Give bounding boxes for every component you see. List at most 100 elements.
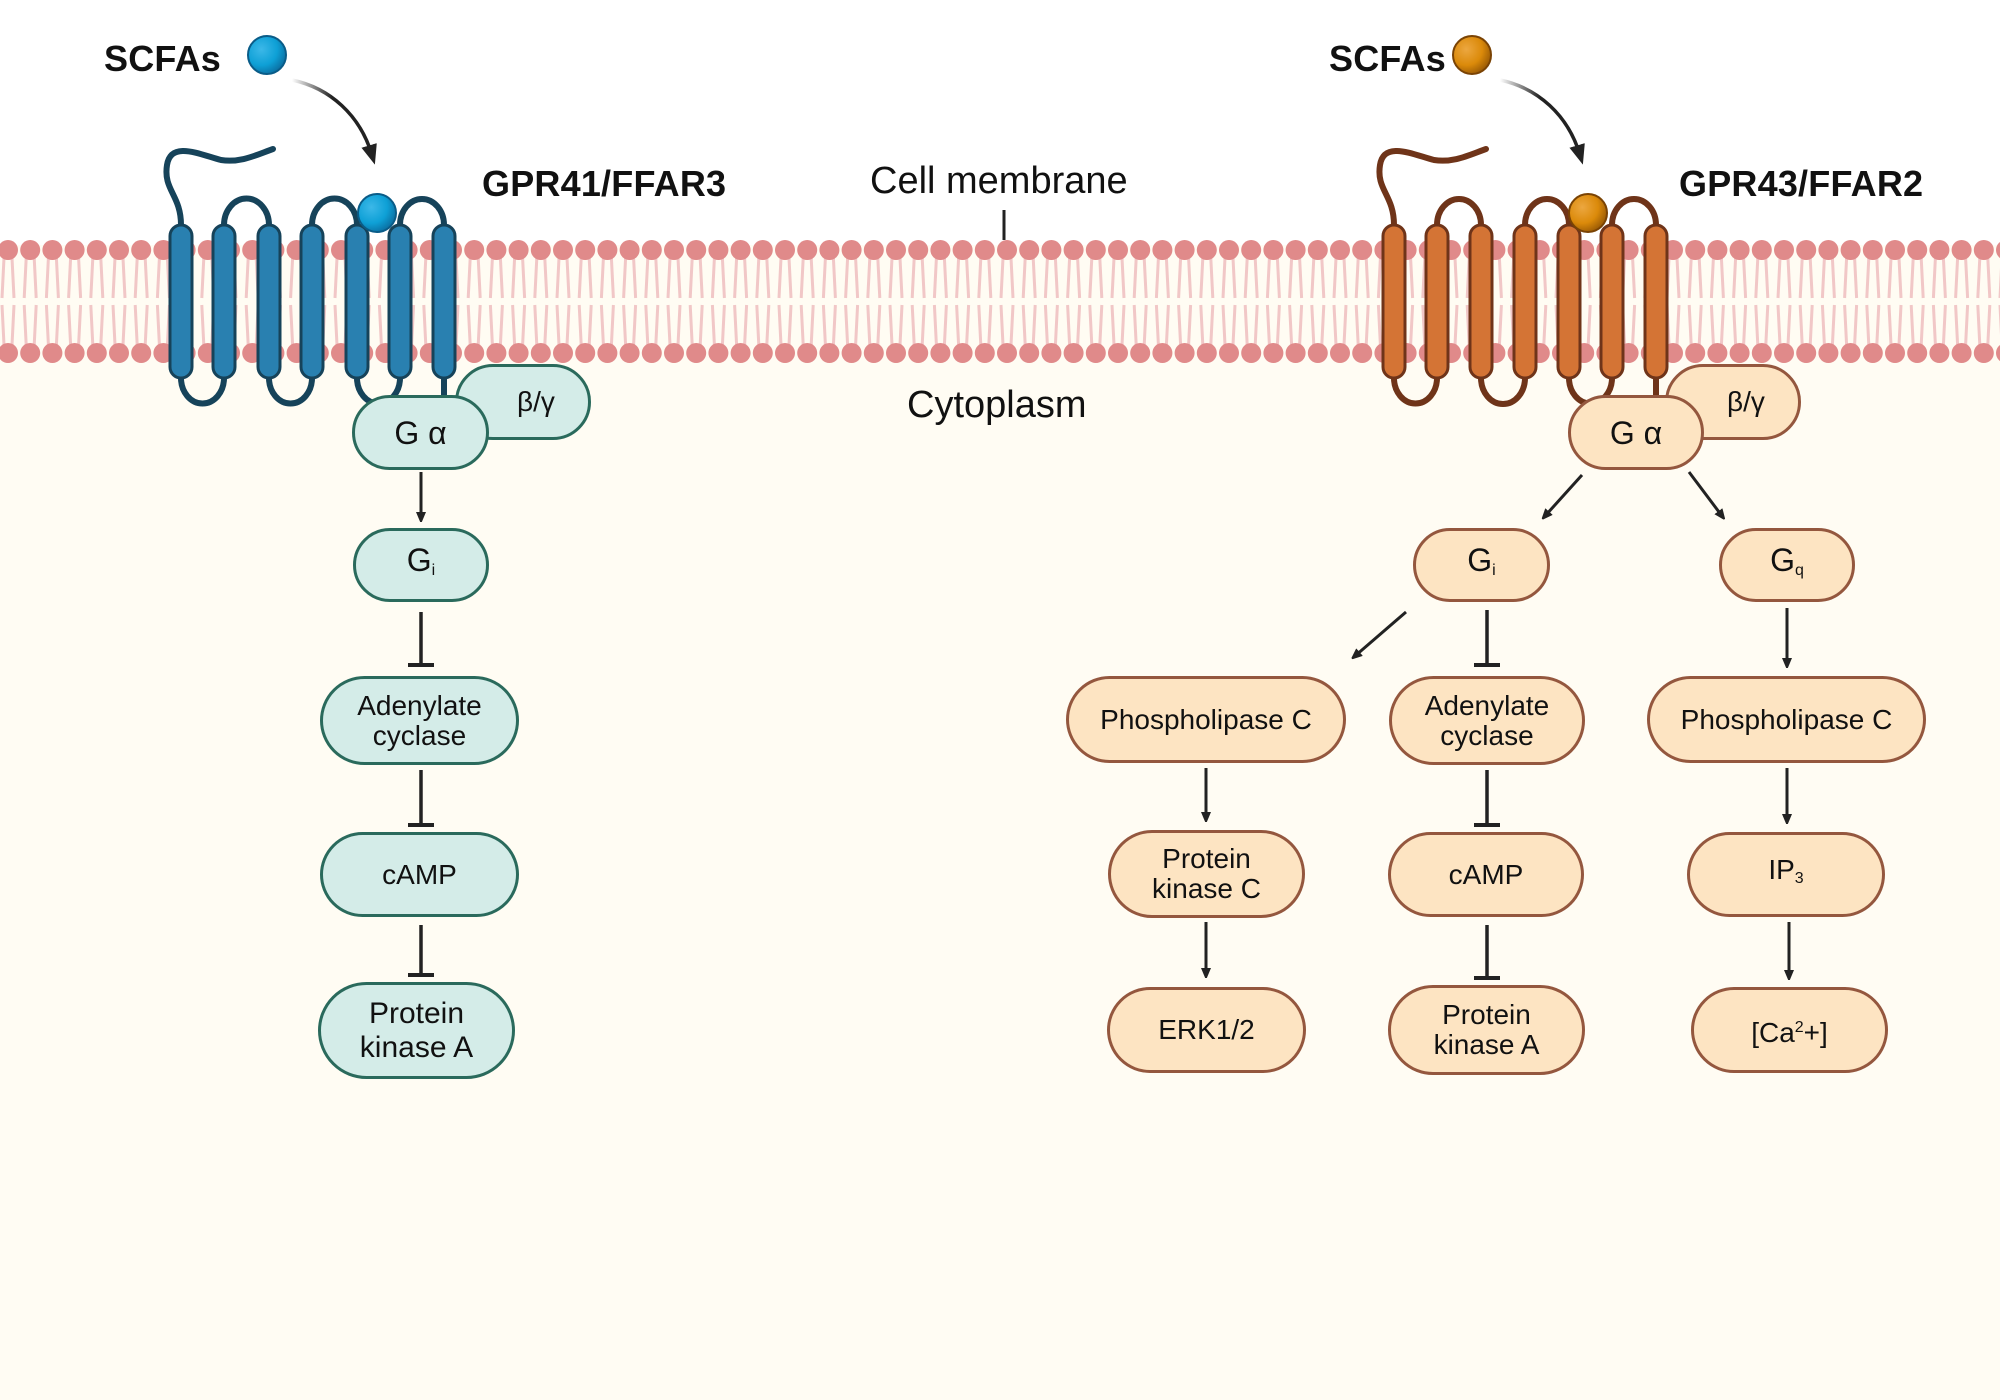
lipid-head [1263, 343, 1284, 363]
transmembrane-helix [168, 223, 194, 380]
node-label: β/γ [517, 386, 555, 417]
node-label: G α [394, 414, 447, 451]
lipid-head [708, 240, 729, 260]
lipid-head [1307, 240, 1328, 260]
lipid-head [1152, 240, 1173, 260]
lipid-head [1907, 240, 1928, 260]
lipid-tail [821, 257, 837, 346]
lipid-tail [511, 257, 527, 346]
lipid-head [1885, 343, 1905, 363]
extracellular-space [0, 0, 2000, 245]
lipid-head [1707, 240, 1728, 260]
lipid-head [1063, 240, 1084, 260]
lipid-tail [1154, 257, 1170, 346]
lipid-head [1951, 343, 1972, 363]
lipid-tail [1687, 257, 1703, 346]
right-gq-node: Gq [1719, 528, 1855, 602]
lipid-tail [1865, 257, 1881, 346]
lipid-tail [577, 257, 593, 346]
lipid-head [841, 343, 862, 363]
inhibition-bar [408, 925, 434, 977]
lipid-head [1219, 343, 1239, 363]
lipid-head [974, 240, 995, 260]
lipid-head [1196, 240, 1217, 260]
lipid-head [1996, 345, 2000, 361]
lipid-head [619, 343, 640, 363]
lipid-head [1929, 240, 1950, 260]
lipid-head [1285, 343, 1306, 363]
node-label: [Ca2+] [1751, 1016, 1828, 1048]
lipid-head [952, 240, 973, 260]
lipid-head [1685, 343, 1706, 363]
lipid-head [1751, 240, 1772, 260]
transmembrane-helix [387, 223, 413, 380]
lipid-head [109, 240, 129, 260]
bound-scfa-right-icon [1568, 193, 1608, 233]
activation-arrow [1355, 610, 1407, 656]
lipid-head [1796, 240, 1817, 260]
lipid-tail [755, 257, 771, 346]
n-terminus [163, 146, 276, 228]
lipid-tail [1954, 257, 1970, 346]
lipid-tail [688, 257, 704, 346]
lipid-head [553, 240, 573, 260]
lipid-tail [22, 257, 38, 346]
lipid-tail [1754, 257, 1770, 346]
left-camp-node: cAMP [320, 832, 519, 917]
lipid-tail [932, 257, 948, 346]
lipid-tail [111, 257, 127, 346]
membrane-label: Cell membrane [870, 160, 1128, 202]
lipid-head [0, 240, 18, 260]
left-gi-node: Gi [353, 528, 489, 602]
lipid-head [1973, 343, 1994, 363]
lipid-head [530, 240, 551, 260]
lipid-head [752, 343, 773, 363]
lipid-head [1241, 343, 1262, 363]
lipid-tail [0, 257, 16, 346]
lipid-head [464, 240, 485, 260]
node-label: β/γ [1727, 386, 1765, 417]
lipid-head [730, 343, 751, 363]
lipid-tail [1354, 257, 1370, 346]
ligand-arrows [291, 78, 1585, 240]
left-receptor-label: GPR41/FFAR3 [482, 163, 727, 204]
transmembrane-helix [1468, 223, 1494, 380]
transmembrane-helix [1556, 223, 1582, 380]
lipid-head [1285, 240, 1306, 260]
lipid-tail [955, 257, 971, 346]
lipid-head [863, 240, 884, 260]
node-label: IP3 [1768, 854, 1804, 888]
lipid-head [530, 343, 551, 363]
lipid-head [131, 240, 152, 260]
lipid-head [575, 240, 596, 260]
lipid-tail [1199, 257, 1215, 346]
extracellular-loop [1522, 196, 1572, 226]
lipid-head [797, 240, 818, 260]
lipid-head [908, 240, 929, 260]
lipid-head [1219, 240, 1239, 260]
lipid-head [153, 240, 174, 260]
lipid-head [775, 343, 795, 363]
lipid-head [752, 240, 773, 260]
lipid-tail [1088, 257, 1104, 346]
lipid-head [597, 240, 618, 260]
right-g-alpha-node: G α [1568, 395, 1704, 470]
lipid-head [841, 240, 862, 260]
lipid-head [1796, 343, 1817, 363]
lipid-head [664, 343, 684, 363]
lipid-head [42, 343, 63, 363]
node-label-line2: kinase A [1433, 1029, 1540, 1060]
activation-arrow [1545, 473, 1584, 516]
right-phospholipase-c-right-node: Phospholipase C [1647, 676, 1926, 763]
lipid-head [1951, 240, 1972, 260]
cytoplasm-label: Cytoplasm [907, 384, 1087, 426]
lipid-tail [999, 257, 1015, 346]
lipid-head [0, 343, 18, 363]
lipid-tail [733, 257, 749, 346]
lipid-head [20, 343, 41, 363]
lipid-tail [1776, 257, 1792, 346]
